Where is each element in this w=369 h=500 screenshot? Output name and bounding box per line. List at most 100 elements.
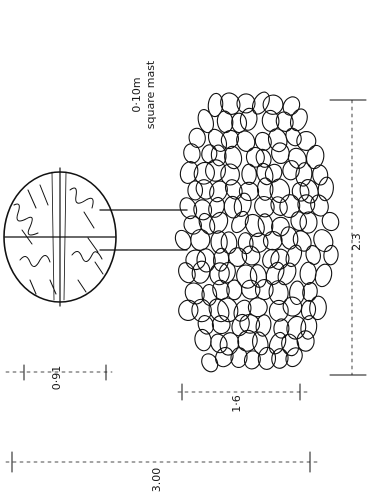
hedge-pebble [282,296,303,317]
hedge-pebble [237,232,254,255]
mast-annotation: 0·10m square mast [130,60,157,129]
hedge-pebble [213,247,230,272]
hedge-pebble [220,231,238,255]
hedge-pebble [255,148,272,168]
mast-size-label: 0·10m [130,77,143,112]
hedge-pebble [236,264,258,289]
hedge-pebble [239,314,261,334]
hedge-pebble [218,261,236,284]
hedge-pebble [300,299,317,321]
hedge-pebble [245,146,265,168]
hedge-pebble [285,244,303,268]
hedge-pebble [228,247,248,267]
hedge-pebble [256,177,274,201]
trunk-height-label: 1·6 [230,395,243,413]
mast-type-label: square mast [144,60,157,129]
hedge-pebble [299,178,319,204]
hedge-pebble [296,131,317,151]
hedge-pebble [174,229,192,251]
hedge-pebble [264,163,283,183]
hedge-pebble [230,347,248,369]
hedge-pebble [257,346,277,370]
hedge-pebble [286,315,307,340]
hedge-pebble [239,107,258,131]
hedge-pebble [321,211,340,232]
hedge-pebble [193,199,213,221]
hedge-pebble [279,194,301,219]
hedge-pebble [241,245,261,266]
hedge-pebble [179,161,199,184]
hedge-pebble [270,248,290,270]
hedge-pebble [299,211,318,234]
hedge-pebble [277,262,297,286]
hedge-pebble [296,330,315,352]
hedge-pebble [305,245,321,265]
hedge-pebble [183,215,202,235]
hedge-pebble [241,163,257,185]
hedge-pebble [310,194,329,217]
hedge-pebble [211,315,231,335]
hedge-pebble [312,164,329,186]
hedge-pebble [317,176,334,202]
hedge-pebble [269,178,291,204]
hedge-pebble [238,181,260,202]
hedge-pebble [309,295,327,321]
hedge-pebble [190,228,211,251]
hedge-mass [174,91,340,373]
hedge-pebble [207,128,228,152]
hedge-width-label: 2.3 [350,233,363,251]
hedge-pebble [302,281,318,302]
hedge-pebble [179,197,198,220]
hedge-pebble [178,262,196,284]
hedge-pebble [313,229,334,253]
hedge-pebble [209,262,230,286]
hedge-pebble [220,92,241,115]
hedge-pebble [236,130,256,152]
hedge-pebble [271,216,290,237]
hedge-pebble [291,182,310,202]
hedge-pebble [289,280,305,306]
hedge-pebble [306,144,325,170]
hedge-pebble [220,163,240,186]
hedge-pebble [209,211,229,234]
hedge-pebble [268,280,289,306]
hedge-pebble [219,332,240,356]
hedge-pebble [285,347,303,368]
hedge-pebble [201,353,219,373]
hedge-pebble [292,230,312,252]
hedge-pebble [207,92,224,118]
hedge-pebble [280,226,299,250]
hedge-pebble [282,160,300,181]
hedge-pebble [271,348,289,369]
crown-height-label: 0·91 [50,366,63,391]
hedge-pebble [249,232,269,253]
hedge-pebble [255,314,272,337]
hedge-pebble [252,331,269,356]
hedge-pebble [254,131,272,151]
hedge-pebble [237,329,258,352]
hedge-pebble [196,248,216,273]
hedge-pebble [185,249,207,271]
hedge-pebble [187,180,204,201]
hedge-pebble [243,350,261,370]
hedge-pebble [233,299,252,322]
hedge-pebble [289,108,308,132]
hedge-pebble [216,110,234,134]
hedge-pebble [287,147,307,170]
hedge-pebble [267,128,288,153]
total-height-label: 3.00 [150,468,163,493]
hedge-pebble [271,142,290,165]
hedge-pebble [282,96,301,116]
square-mast [99,209,188,251]
hedge-pebble [197,109,214,134]
dimension-total: 3.00 [5,451,319,493]
hedge-pebble [265,261,285,286]
hedge-pebble [254,195,275,218]
hedge-pebble [217,297,239,323]
hedge-pebble [295,162,313,187]
hedge-pebble [198,212,216,235]
hedge-pebble [256,162,274,186]
hedge-pebble [236,93,256,114]
hedge-pebble [224,145,243,170]
